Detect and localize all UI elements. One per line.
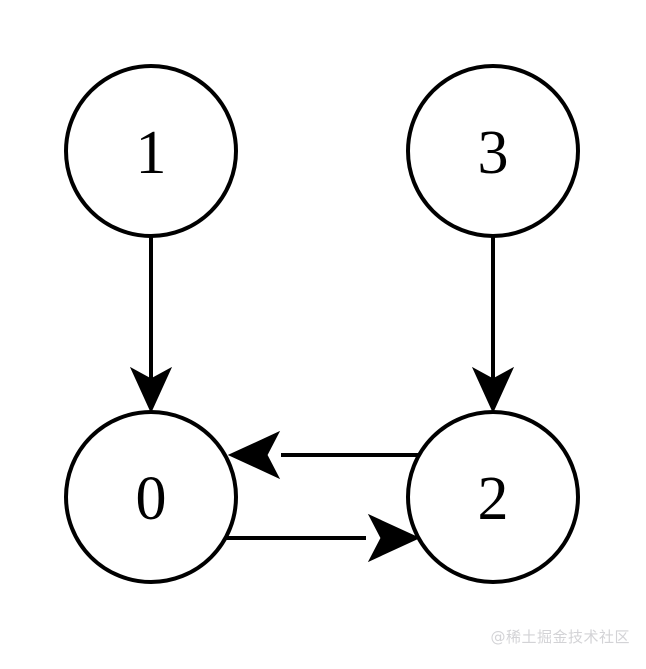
arrowhead-icon [227,430,281,480]
watermark-text: @稀土掘金技术社区 [490,628,630,646]
arrowhead-icon [367,513,421,563]
node-0[interactable]: 0 [64,410,238,584]
arrowhead-icon [471,366,515,414]
node-1-label: 1 [136,119,167,187]
edge-3-to-2 [471,236,515,414]
node-2-label: 2 [478,465,509,533]
node-2[interactable]: 2 [406,410,580,584]
node-0-label: 0 [136,465,167,533]
arrowhead-icon [129,366,173,414]
edge-0-to-2 [220,513,421,563]
node-1-circle[interactable] [64,64,238,238]
edge-1-to-0 [129,236,173,414]
node-3[interactable]: 3 [406,64,580,238]
node-1[interactable]: 1 [64,64,238,238]
edge-2-to-0 [227,430,428,480]
node-0-circle[interactable] [64,410,238,584]
node-3-circle[interactable] [406,64,580,238]
node-3-label: 3 [478,119,509,187]
node-2-circle[interactable] [406,410,580,584]
